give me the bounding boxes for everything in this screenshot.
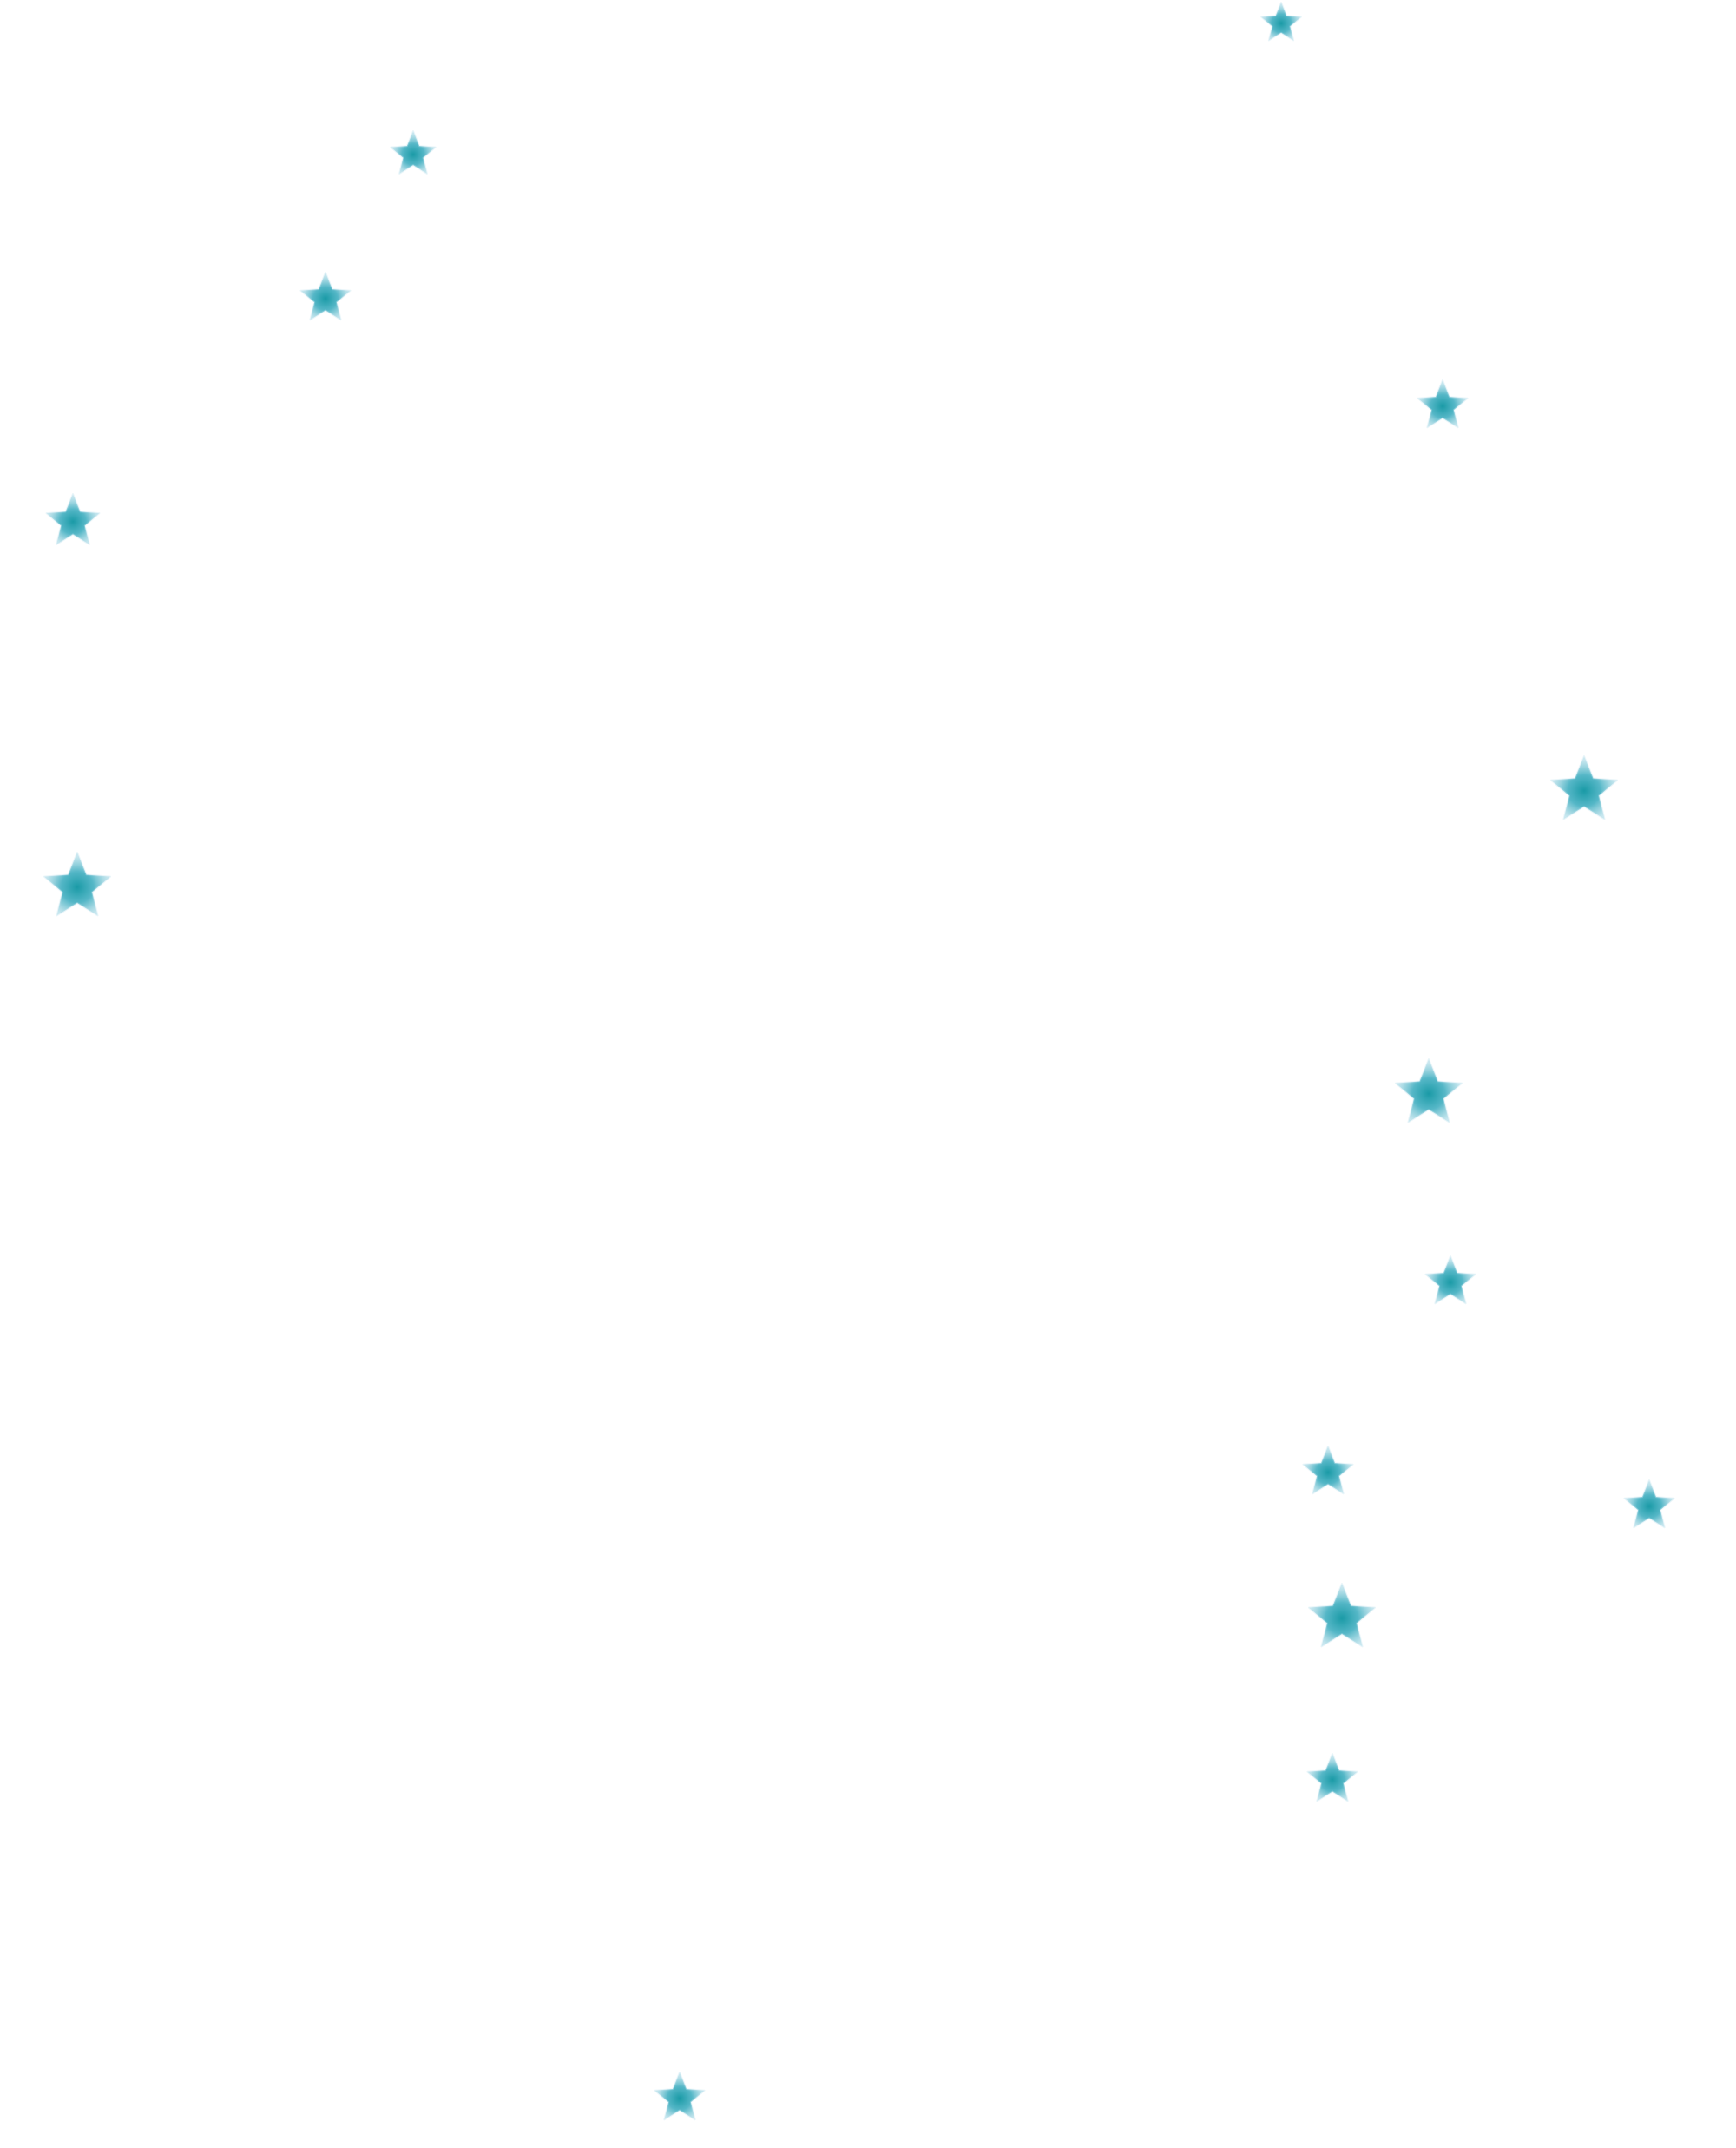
star-icon [1302, 1446, 1354, 1495]
stars-layer [43, 2, 1675, 2121]
star-icon [1549, 755, 1619, 820]
star-icon [1424, 1255, 1476, 1305]
star-icon [1306, 1753, 1358, 1802]
star-icon [43, 852, 112, 917]
star-icon [1417, 379, 1469, 429]
star-icon [1307, 1583, 1377, 1648]
star-icon [1623, 1479, 1675, 1529]
star-icon [45, 493, 101, 545]
star-icon [1394, 1058, 1463, 1123]
star-icon [390, 130, 437, 175]
star-icon [299, 272, 352, 321]
star-icon [654, 2072, 706, 2121]
star-icon [1260, 2, 1302, 42]
